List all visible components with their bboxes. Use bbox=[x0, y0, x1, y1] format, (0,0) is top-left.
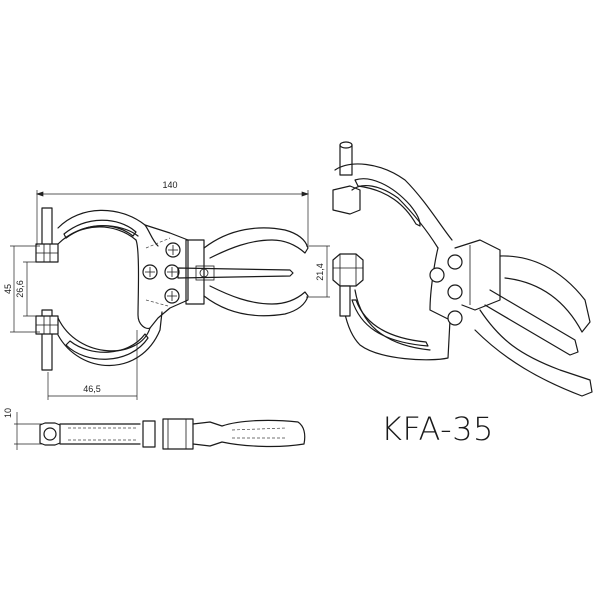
svg-text:21,4: 21,4 bbox=[315, 263, 325, 281]
svg-text:10: 10 bbox=[3, 408, 13, 418]
pivot-bolt-center bbox=[164, 264, 180, 280]
spindle-upper bbox=[35, 207, 59, 263]
isometric-view bbox=[332, 141, 593, 397]
dimension-thickness: 10 bbox=[3, 408, 42, 450]
dimension-overall-length: 140 bbox=[35, 180, 310, 245]
svg-text:26,6: 26,6 bbox=[15, 280, 25, 298]
model-label: KFA-35 bbox=[381, 410, 494, 448]
pivot-bolt-left bbox=[142, 264, 158, 280]
svg-text:140: 140 bbox=[162, 180, 177, 190]
dimension-outer-height: 45 bbox=[3, 245, 40, 333]
dimension-jaw-depth: 46,5 bbox=[47, 330, 138, 400]
svg-text:45: 45 bbox=[3, 284, 13, 294]
dimension-inner-height: 26,6 bbox=[15, 261, 40, 317]
front-view bbox=[35, 207, 309, 371]
side-view bbox=[39, 418, 306, 450]
pivot-bolt-bottom bbox=[164, 288, 180, 304]
svg-text:46,5: 46,5 bbox=[83, 384, 101, 394]
spindle-lower bbox=[35, 309, 59, 371]
dimension-jaw-opening: 21,4 bbox=[306, 245, 330, 298]
pivot-bolt-top bbox=[165, 242, 181, 258]
